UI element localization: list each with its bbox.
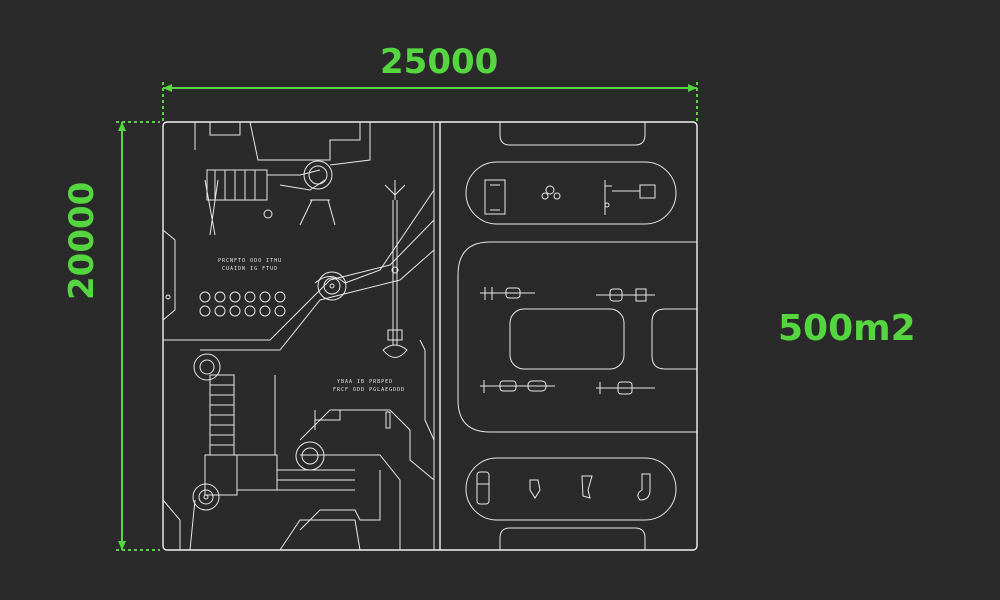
width-dimension-line: [162, 82, 698, 122]
width-dimension-label: 25000: [380, 42, 499, 82]
svg-text:CUAIDN IG FTUD: CUAIDN IG FTUD: [222, 266, 278, 272]
svg-text:FRCF ODD PGLAEGDDD: FRCF ODD PGLAEGDDD: [333, 387, 405, 393]
equipment-nodes: [192, 271, 347, 511]
bench-circles: [165, 291, 286, 317]
center-island: [509, 308, 625, 370]
fitness-island-top: [465, 161, 677, 225]
site-boundary: [162, 121, 698, 551]
height-dimension-line: [116, 121, 160, 551]
svg-text:YBAA IB PRBPED: YBAA IB PRBPED: [337, 379, 393, 385]
area-label: 500m2: [778, 308, 916, 349]
play-structure-top: [204, 160, 336, 236]
right-zone: [457, 122, 697, 550]
left-zone-paths: [162, 121, 435, 551]
swing-pole: [382, 180, 408, 358]
svg-text:PRCNFTO ODO ITHU: PRCNFTO ODO ITHU: [218, 258, 282, 264]
ladder-structure: [204, 374, 391, 496]
fitness-island-bottom: [465, 457, 677, 521]
